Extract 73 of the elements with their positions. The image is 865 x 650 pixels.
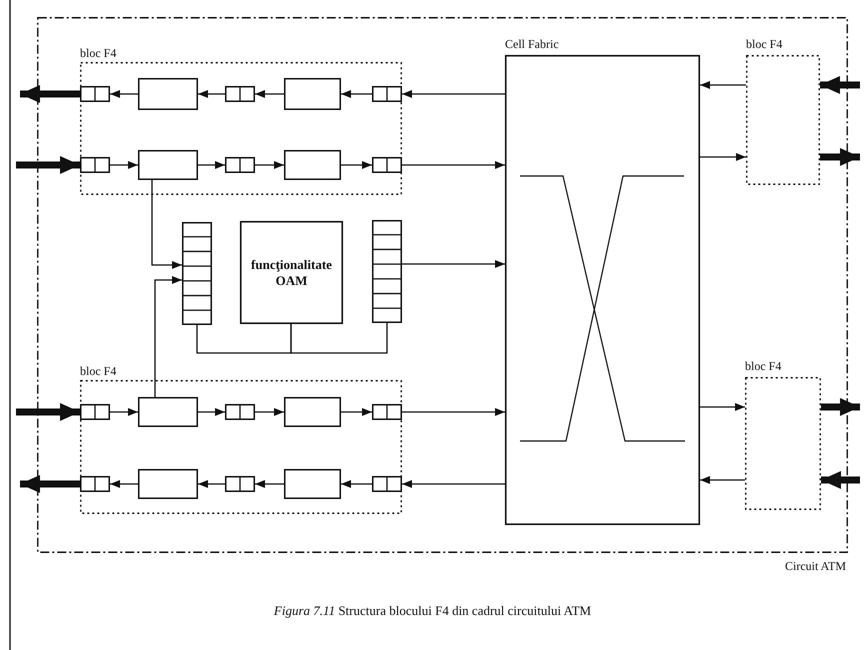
thick-arrow <box>820 148 860 166</box>
buffer-queue-icon <box>80 476 110 492</box>
arrow <box>402 90 505 98</box>
dotted-block <box>745 359 821 510</box>
arrow <box>154 276 182 397</box>
arrow <box>110 480 138 488</box>
buffer-queue-icon <box>372 404 402 420</box>
connector-line <box>290 323 388 354</box>
box-label: funcţionalitate OAM <box>250 256 333 288</box>
arrow <box>198 480 225 488</box>
buffer-queue-icon <box>225 157 255 173</box>
buffer-queue-icon <box>80 157 110 173</box>
arrow <box>341 408 372 416</box>
dotted-block <box>80 364 402 514</box>
block-label: Cell Fabric <box>505 37 559 51</box>
arrow <box>700 153 746 161</box>
thick-arrow <box>16 156 80 174</box>
arrow <box>198 161 225 169</box>
buffer-queue-icon <box>372 86 402 102</box>
cell-stack-icon <box>372 220 402 323</box>
buffer-queue-icon <box>225 86 255 102</box>
process-box <box>138 150 198 180</box>
arrow <box>110 90 138 98</box>
process-box <box>138 397 198 427</box>
block-label: bloc F4 <box>80 364 116 378</box>
buffer-queue-icon <box>80 86 110 102</box>
process-box <box>138 469 198 499</box>
arrow <box>110 161 138 169</box>
thick-arrow <box>16 403 80 421</box>
buffer-queue-icon <box>225 404 255 420</box>
switch-fabric-box <box>505 37 700 525</box>
process-box <box>284 150 341 180</box>
process-box <box>138 78 198 110</box>
connector-line <box>196 324 292 354</box>
arrow <box>255 161 284 169</box>
process-box <box>284 78 341 110</box>
arrow <box>700 81 746 89</box>
thick-arrow <box>820 76 860 94</box>
buffer-queue-icon <box>372 476 402 492</box>
arrow <box>341 90 372 98</box>
buffer-queue-icon <box>225 476 255 492</box>
arrow <box>198 90 225 98</box>
arrow <box>341 161 372 169</box>
arrow <box>341 480 372 488</box>
buffer-queue-icon <box>372 157 402 173</box>
arrow <box>255 480 284 488</box>
block-label: bloc F4 <box>746 37 782 51</box>
arrow <box>110 408 138 416</box>
arrow <box>402 408 505 416</box>
buffer-queue-icon <box>80 404 110 420</box>
arrow <box>402 161 505 169</box>
arrow <box>198 408 225 416</box>
block-label: bloc F4 <box>745 359 782 373</box>
oam-box <box>240 221 343 324</box>
process-box <box>284 397 341 427</box>
dotted-block <box>746 37 820 185</box>
arrow <box>255 90 284 98</box>
thick-arrow <box>821 471 860 489</box>
block-label: bloc F4 <box>80 46 116 60</box>
arrow <box>402 480 505 488</box>
arrow <box>402 260 505 268</box>
process-box <box>284 469 341 499</box>
arrow <box>151 180 182 269</box>
cell-stack-icon <box>182 222 212 325</box>
figure-caption: Figura 7.11 Structura blocului F4 din cadrul circuitului ATM <box>274 603 592 618</box>
thick-arrow <box>20 475 80 493</box>
arrow <box>700 476 745 484</box>
frame-label: Circuit ATM <box>784 559 846 573</box>
arrow <box>700 403 745 411</box>
thick-arrow <box>821 398 860 416</box>
thick-arrow <box>20 85 80 103</box>
arrow <box>255 408 284 416</box>
dotted-block <box>80 46 402 195</box>
